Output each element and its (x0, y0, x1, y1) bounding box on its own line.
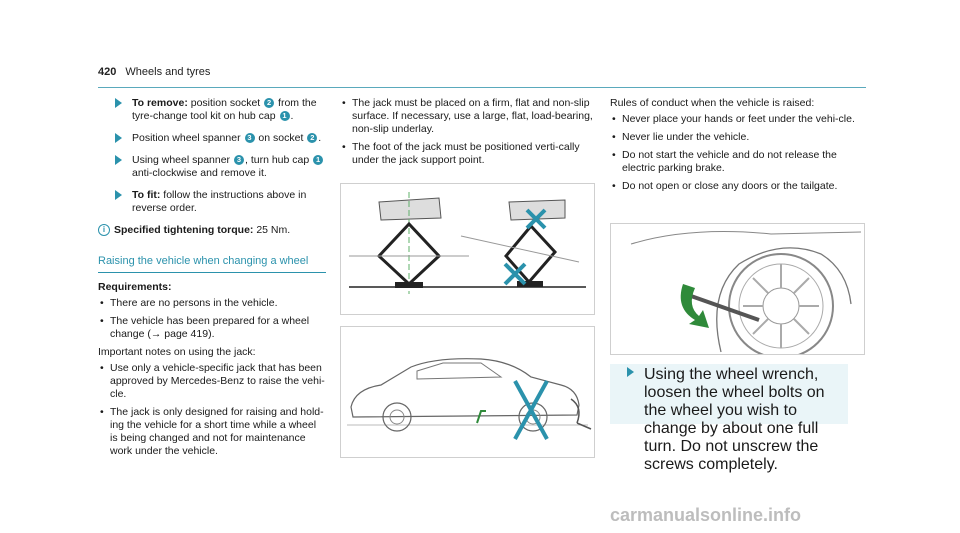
callout-1: 1 (279, 111, 290, 121)
step-loosen-bolts: Using the wheel wrench, loosen the wheel… (610, 364, 848, 474)
car-illustration (347, 358, 592, 440)
chapter-title: Wheels and tyres (125, 66, 211, 78)
rules-intro: Rules of conduct when the vehicle is rai… (610, 97, 815, 109)
list-item: Use only a vehicle-specific jack that ha… (98, 362, 326, 401)
column-1: To remove: position socket 2 from the ty… (98, 97, 326, 463)
step-arrow-icon (627, 367, 634, 377)
step-arrow-icon (115, 190, 122, 200)
step-turn-hub-cap: Using wheel spanner 3, turn hub cap 1 an… (98, 154, 326, 180)
step-band: Using the wheel wrench, loosen the wheel… (610, 364, 848, 473)
list-item: Never lie under the vehicle. (610, 131, 865, 144)
step-arrow-icon (115, 155, 122, 165)
notes-intro: Important notes on using the jack: (98, 346, 256, 358)
list-item: Do not open or close any doors or the ta… (610, 180, 865, 193)
jack-illustration (349, 192, 586, 294)
list-item: The jack must be placed on a firm, flat … (340, 97, 595, 136)
wheel-wrench-figure (610, 223, 865, 359)
list-item: Do not start the vehicle and do not rele… (610, 149, 865, 175)
list-item: There are no persons in the vehicle. (98, 297, 326, 310)
callout-2: 2 (264, 98, 275, 108)
step-arrow-icon (115, 133, 122, 143)
column-2: The jack must be placed on a firm, flat … (340, 97, 595, 172)
column-3: Rules of conduct when the vehicle is rai… (610, 97, 865, 198)
list-item: The vehicle has been prepared for a whee… (98, 315, 326, 341)
callout-3: 3 (244, 133, 255, 143)
torque-info: i Specified tightening torque: 25 Nm. (98, 224, 326, 237)
info-icon: i (98, 224, 110, 236)
car-raised-figure (340, 326, 595, 458)
section-title: Raising the vehicle when changing a whee… (98, 255, 326, 273)
callout-3: 3 (233, 155, 244, 165)
callout-2: 2 (307, 133, 318, 143)
list-item: The jack is only designed for raising an… (98, 406, 326, 458)
jack-position-figure (340, 183, 595, 315)
wheel-illustration (630, 231, 862, 359)
list-item: Never place your hands or feet under the… (610, 113, 865, 126)
list-item: The foot of the jack must be positioned … (340, 141, 595, 167)
step-fit: To fit: follow the instructions above in… (98, 189, 326, 215)
callout-1: 1 (313, 155, 324, 165)
header-rule (98, 87, 866, 88)
step-position-spanner: Position wheel spanner 3 on socket 2. (98, 132, 326, 145)
watermark: carmanualsonline.info (610, 505, 802, 525)
requirements-label: Requirements: (98, 281, 172, 293)
page-number: 420 (98, 66, 117, 78)
step-arrow-icon (115, 98, 122, 108)
step-remove: To remove: position socket 2 from the ty… (98, 97, 326, 123)
page-header: 420 Wheels and tyres (98, 66, 210, 78)
